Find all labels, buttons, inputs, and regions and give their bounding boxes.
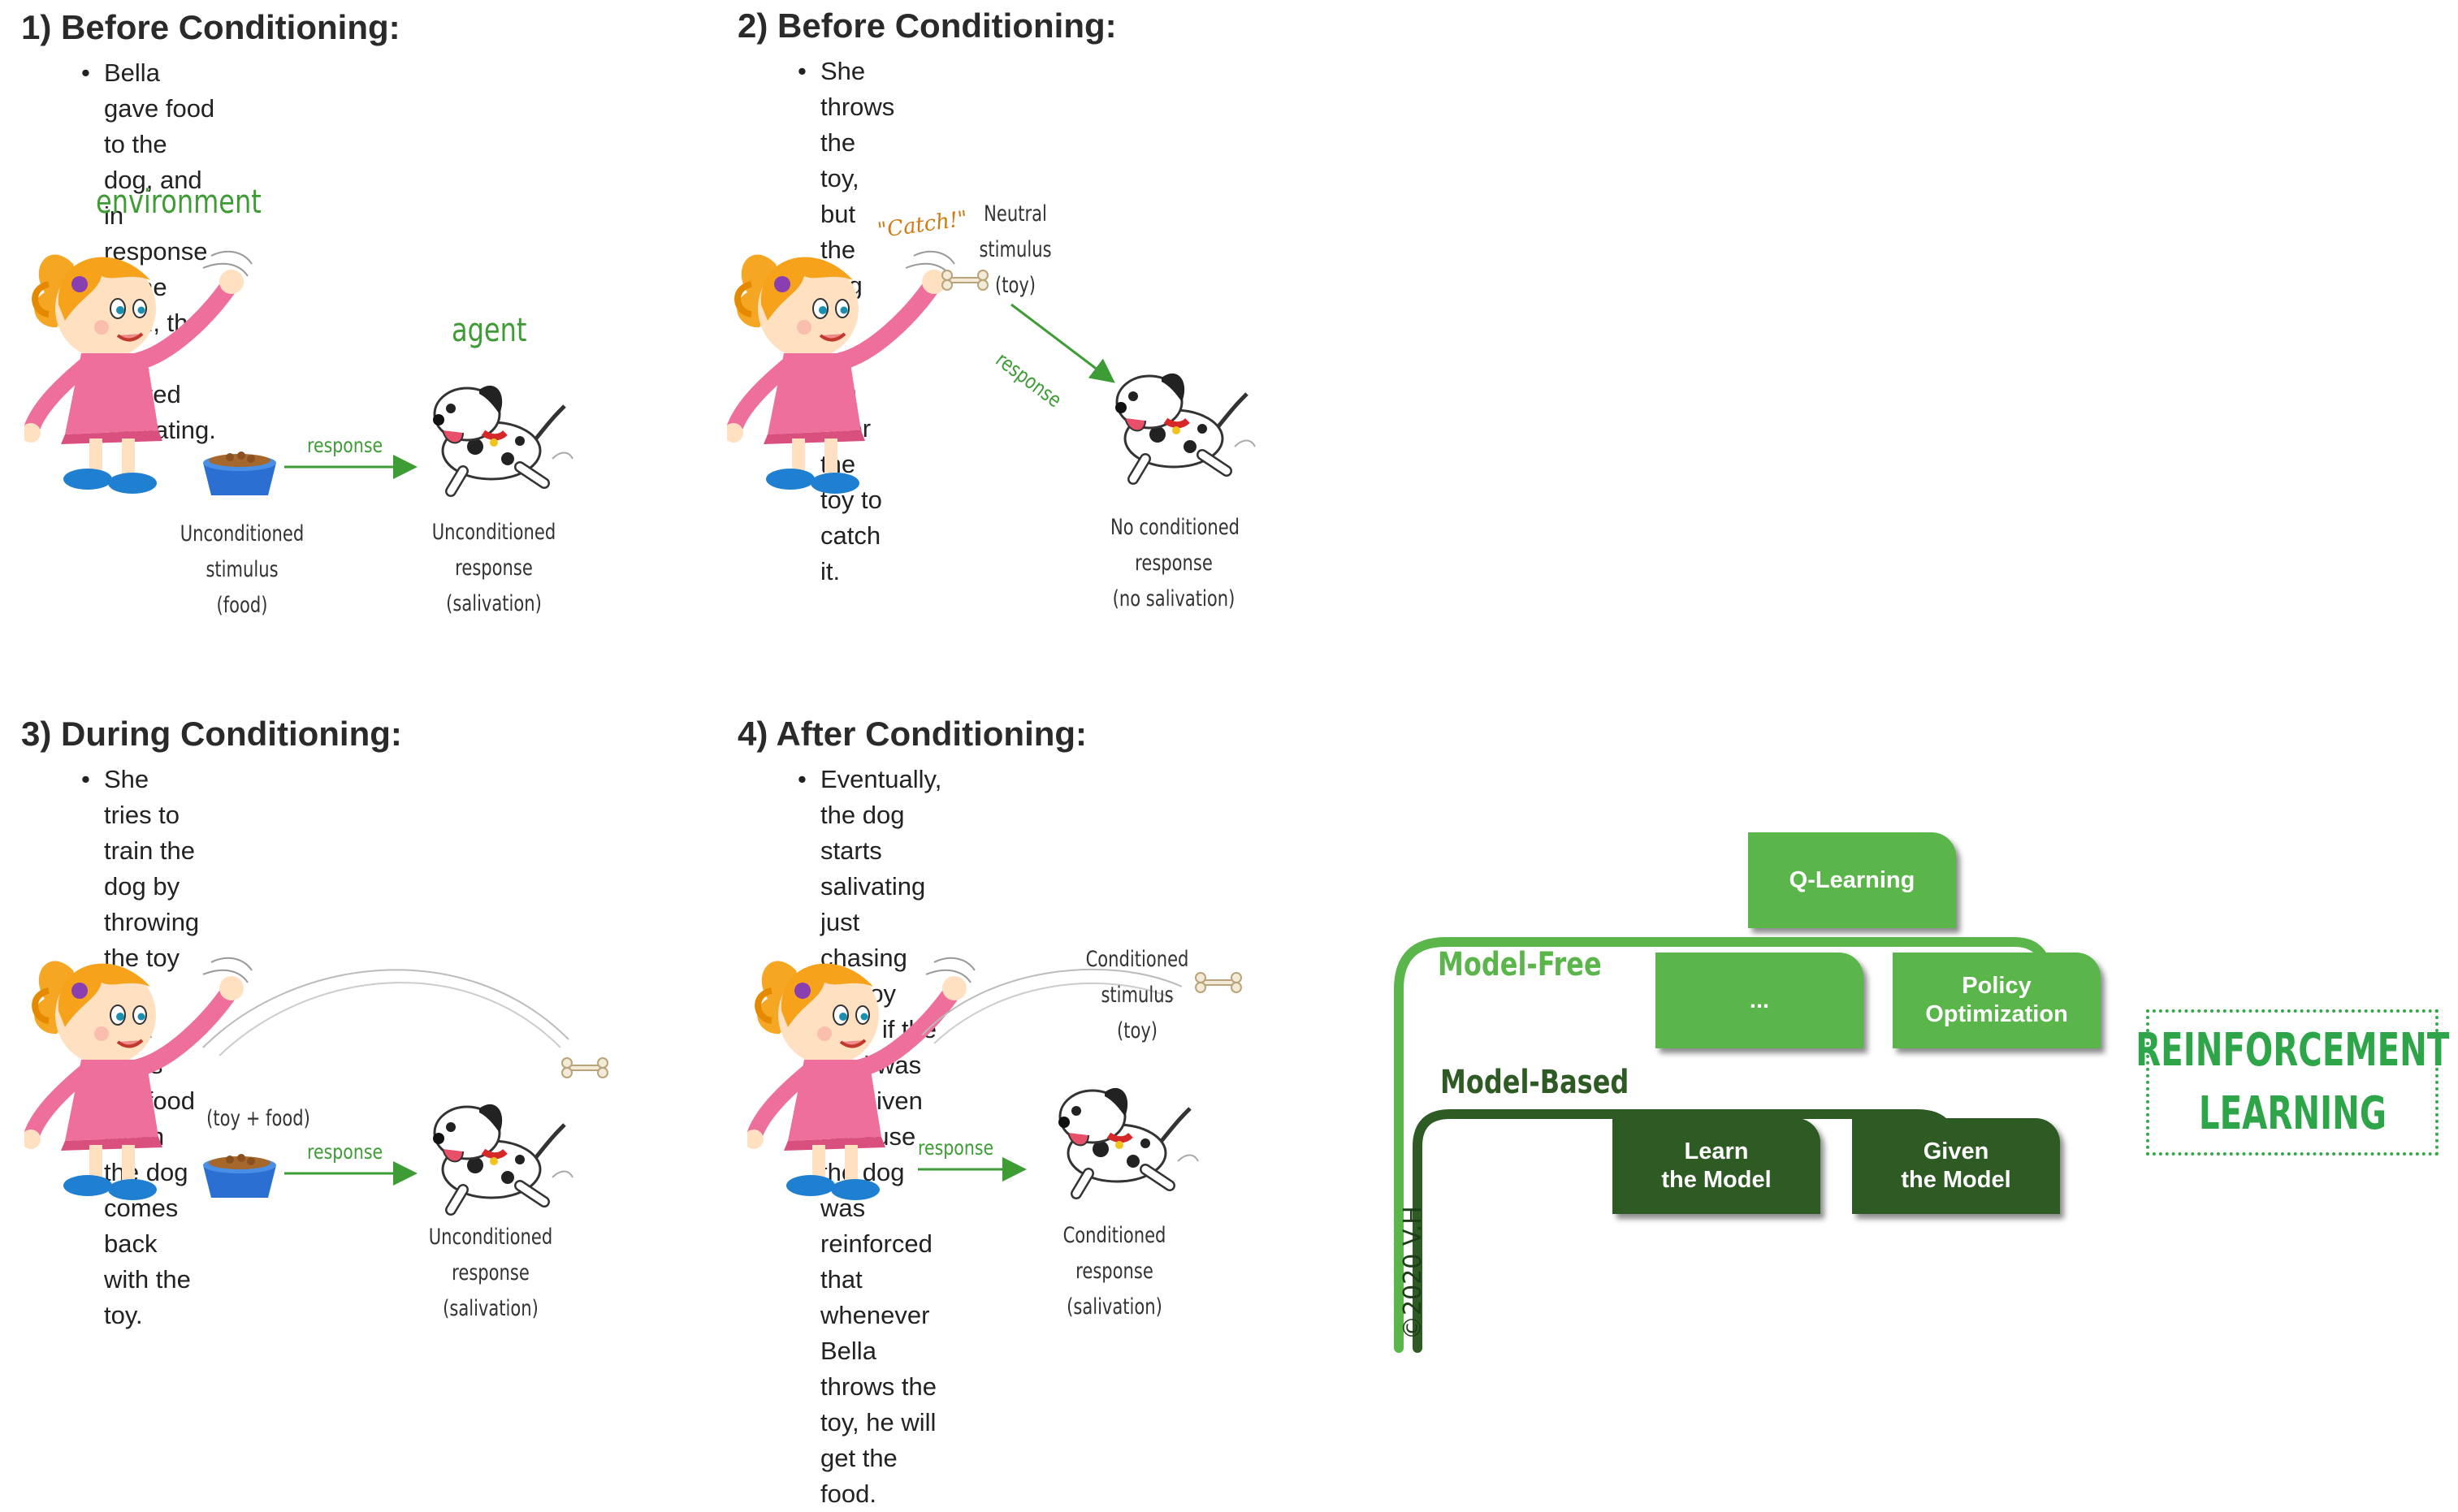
bullet-icon: •: [798, 57, 807, 85]
caption-line: Conditioned: [1085, 947, 1189, 972]
response-arrow: [918, 1157, 1027, 1182]
caption-line: stimulus: [1101, 983, 1174, 1008]
agent-label: agent: [452, 312, 527, 349]
throw-arc: [202, 969, 569, 1056]
text-line: throws the toy, he will get the food.: [820, 1372, 937, 1508]
caption-line: response: [455, 555, 533, 581]
response-caption: Unconditioned response (salivation): [431, 515, 557, 622]
caption-line: stimulus: [979, 237, 1052, 262]
model-free-label: Model-Free: [1438, 946, 1602, 983]
caption-line: Conditioned: [1062, 1223, 1166, 1248]
model-based-label: Model-Based: [1440, 1064, 1629, 1101]
response-arrow: [284, 1161, 418, 1186]
learn-the-model-box: Learn the Model: [1612, 1118, 1820, 1214]
text-line: She throws the toy, but the: [820, 57, 895, 264]
caption-line: (salivation): [443, 1296, 539, 1321]
badge-line: LEARNING: [2198, 1087, 2387, 1140]
caption-line: stimulus: [206, 557, 279, 582]
throw-arc: [921, 968, 1183, 1044]
panel-title: 2) Before Conditioning:: [738, 6, 1117, 45]
response-label: response: [307, 1140, 383, 1164]
q-learning-box: Q-Learning: [1748, 832, 1956, 928]
caption-line: (salivation): [446, 591, 542, 616]
reinforcement-learning-badge: REINFORCEMENT LEARNING: [2136, 1009, 2449, 1156]
response-label: response: [918, 1136, 994, 1160]
panel-title: 4) After Conditioning:: [738, 715, 1088, 753]
text-line: She tries to train the dog by throwing: [104, 765, 200, 936]
caption-line: (toy): [1116, 1018, 1158, 1043]
caption-line: response: [452, 1260, 530, 1285]
caption-line: Unconditioned: [431, 520, 556, 545]
tree-connectors: [1394, 937, 2048, 1353]
policy-optimization-box: Policy Optimization: [1893, 953, 2101, 1048]
given-the-model-box: Given the Model: [1852, 1118, 2060, 1214]
panel-title: 1) Before Conditioning:: [21, 8, 400, 46]
caption-line: (toy): [994, 273, 1036, 298]
caption-line: No conditioned: [1110, 515, 1240, 540]
text-line: catch it.: [820, 521, 881, 585]
response-caption: No conditioned response (no salivation): [1110, 510, 1240, 617]
response-arrow: [284, 455, 418, 479]
text-line: the dog comes back with the toy.: [104, 1158, 191, 1329]
response-arrow: [1010, 303, 1115, 383]
stimulus-caption: Conditioned stimulus (toy): [1074, 942, 1201, 1049]
badge-line: REINFORCEMENT: [2135, 1024, 2450, 1077]
caption-line: response: [1075, 1259, 1153, 1284]
box-line: Policy: [1962, 973, 2032, 999]
response-label: response: [307, 434, 383, 457]
pair-caption: (toy + food): [206, 1106, 310, 1131]
panel-text: • She tries to train the dog by throwing…: [81, 762, 200, 1333]
environment-label: environment: [96, 184, 262, 221]
caption-line: (salivation): [1067, 1294, 1162, 1320]
caption-line: (food): [216, 593, 268, 618]
box-line: Learn: [1684, 1138, 1749, 1164]
caption-line: response: [1135, 551, 1213, 576]
bullet-icon: •: [798, 765, 807, 793]
copyright-text: ©2020 V.H: [1399, 1206, 1427, 1340]
response-caption: Conditioned response (salivation): [1051, 1218, 1178, 1325]
panel-title: 3) During Conditioning:: [21, 715, 402, 753]
stimulus-caption: Neutral stimulus (toy): [952, 197, 1079, 304]
bullet-icon: •: [81, 765, 90, 793]
caption-line: (no salivation): [1112, 586, 1235, 611]
stimulus-caption: Unconditioned stimulus (food): [179, 516, 305, 624]
caption-line: Unconditioned: [428, 1225, 553, 1250]
caption-line: Unconditioned: [180, 521, 305, 546]
ellipsis-box: ...: [1655, 953, 1863, 1048]
box-line: the Model: [1901, 1167, 2011, 1193]
text-line: Eventually, the dog starts salivating ju…: [820, 765, 942, 972]
box-line: the Model: [1661, 1167, 1772, 1193]
box-line: Optimization: [1925, 1001, 2068, 1027]
bullet-icon: •: [81, 58, 90, 87]
caption-line: Neutral: [984, 201, 1047, 227]
text-line: Bella gave food to the dog, and: [104, 58, 215, 194]
box-line: Given: [1923, 1138, 1989, 1164]
response-caption: Unconditioned response (salivation): [427, 1220, 554, 1327]
